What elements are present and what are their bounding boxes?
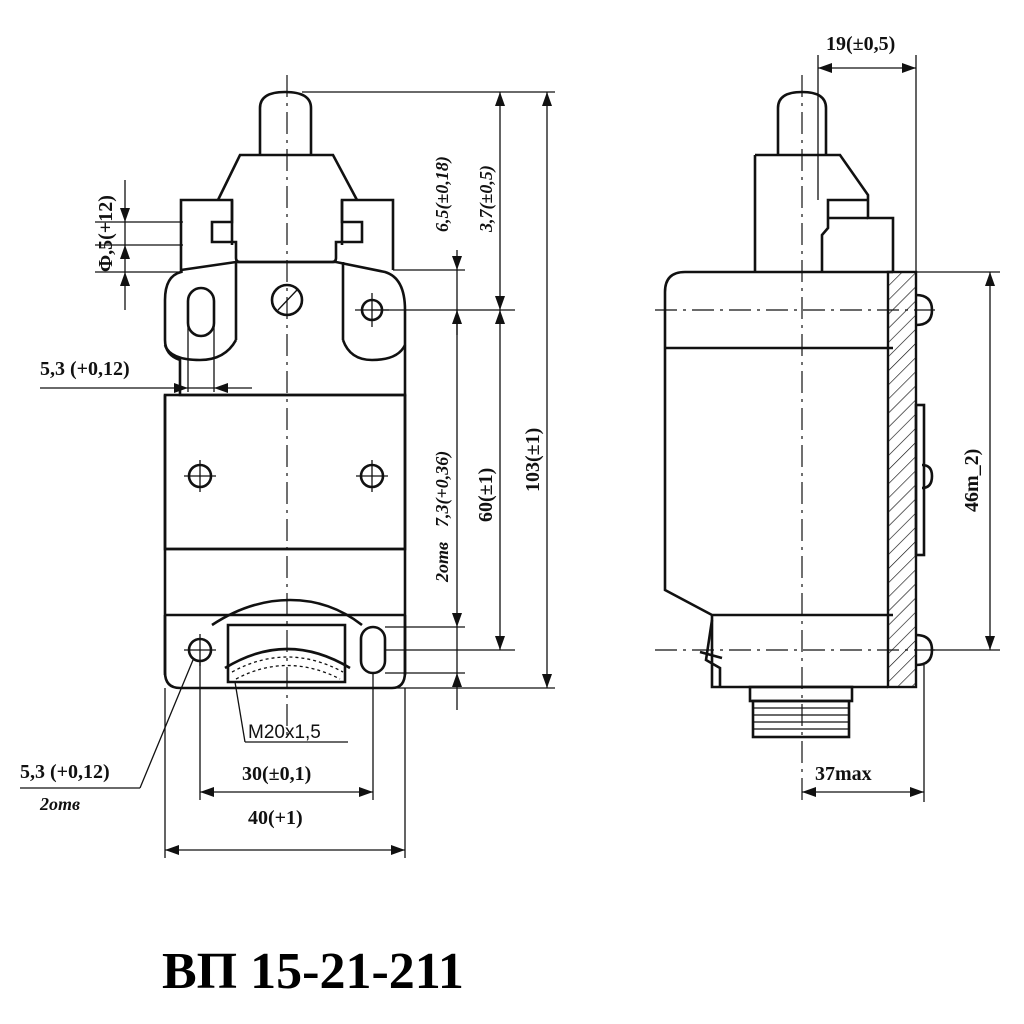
dim-holes-2-bottom: 2отв xyxy=(39,794,80,814)
dim-30: 30(±0,1) xyxy=(242,763,311,785)
side-view: 19(±0,5) 46m_2) 37max xyxy=(655,33,1000,802)
dim-103: 103(±1) xyxy=(522,428,544,492)
drawing-title: ВП 15-21-211 xyxy=(162,943,464,1000)
dim-6-5: 6,5(±0,18) xyxy=(432,156,453,232)
side-base xyxy=(710,615,888,689)
dim-3-7: 3,7(±0,5) xyxy=(476,165,497,233)
plunger xyxy=(258,90,313,155)
side-body xyxy=(663,270,893,617)
bottom-right-slot xyxy=(359,625,387,675)
side-gland xyxy=(748,685,854,703)
dim-hole-diameter: Ф,5(+12) xyxy=(95,195,117,272)
side-mount-plate xyxy=(886,270,918,689)
dim-slot-width-bottom: 5,3 (+0,12) xyxy=(20,761,110,783)
cable-gland xyxy=(211,598,363,627)
upper-body xyxy=(163,260,407,397)
dim-slot-width-top: 5,3 (+0,12) xyxy=(40,358,130,380)
dim-40: 40(+1) xyxy=(248,807,303,829)
dim-37max: 37max xyxy=(815,763,872,785)
main-body xyxy=(163,393,407,551)
dim-thread: M20x1,5 xyxy=(248,722,321,743)
dim-46: 46m_2) xyxy=(961,449,983,512)
top-left-slot xyxy=(186,286,216,338)
bottom-base xyxy=(163,615,407,690)
ear-right-bottom xyxy=(341,339,407,362)
ear-left-bottom xyxy=(163,339,238,362)
dim-holes-2: 2отв xyxy=(432,542,452,583)
front-view: Ф,5(+12) 5,3 (+0,12) 6,5(±0,18) 3,7(±0,5… xyxy=(20,75,555,858)
dim-7-3: 7,3(+0,36) xyxy=(432,451,453,527)
dim-60: 60(±1) xyxy=(475,468,497,522)
dim-19: 19(±0,5) xyxy=(826,33,895,55)
side-head xyxy=(755,153,895,272)
